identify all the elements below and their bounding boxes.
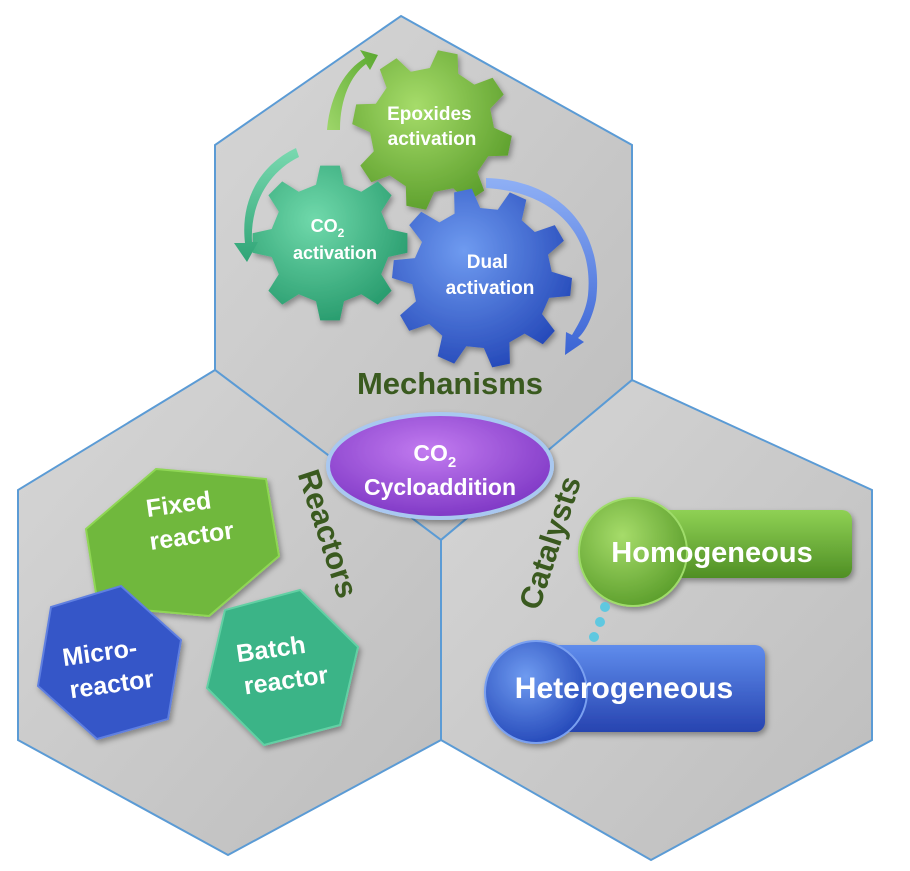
svg-text:CO2 Cycloaddition: CO2 Cycloaddition [364, 440, 516, 500]
homogeneous-label: Homogeneous [611, 537, 812, 569]
heterogeneous-item [484, 640, 765, 744]
gear-co2-line2: activation [293, 243, 377, 263]
homogeneous-circle [578, 497, 688, 607]
gear-epoxides-line1: Epoxides [387, 104, 471, 125]
cycle-arrows [234, 50, 598, 355]
mechanisms-title: Mechanisms [357, 366, 543, 401]
gear-co2-activation: CO2 activation [252, 165, 408, 321]
connector-bead [589, 632, 599, 642]
center-line2: Cycloaddition [364, 474, 516, 500]
gear-dual-line1: Dual [467, 252, 508, 273]
svg-text:CO2 activation: CO2 activation [293, 216, 377, 263]
reactor-hexes [36, 467, 360, 747]
gear-epoxides-line2: activation [388, 129, 477, 150]
hex-batch-reactor [205, 588, 360, 747]
hex-micro-reactor [36, 584, 183, 741]
center-line1: CO2 [413, 440, 456, 471]
homogeneous-item [578, 497, 852, 607]
heterogeneous-label: Heterogeneous [515, 672, 733, 705]
gear-dual-activation: Dual activation [392, 188, 572, 368]
homogeneous-bar [660, 510, 852, 578]
gear-epoxides-shape [352, 50, 512, 210]
gear-dual-shape [392, 188, 572, 368]
heterogeneous-circle [484, 640, 588, 744]
gear-co2-shape [252, 165, 408, 321]
curved-arrow-green [327, 50, 378, 130]
center-ellipse [326, 412, 554, 520]
gear-co2-line1: CO2 [311, 216, 345, 240]
gear-epoxides-activation: Epoxides activation [352, 50, 512, 210]
svg-text:Epoxides activation: Epoxides activation [387, 104, 477, 150]
connector-bead [600, 602, 610, 612]
center-node: CO2 Cycloaddition [326, 412, 554, 520]
svg-text:Dual activation: Dual activation [446, 252, 535, 299]
gears: Epoxides activation CO2 activation Dual … [252, 50, 572, 368]
heterogeneous-bar [540, 645, 765, 732]
gear-dual-line2: activation [446, 278, 535, 299]
connector-beads [589, 602, 610, 642]
hex-fixed-reactor [84, 467, 281, 618]
curved-arrow-teal [234, 148, 299, 262]
curved-arrow-blue [486, 178, 598, 355]
connector-bead [595, 617, 605, 627]
